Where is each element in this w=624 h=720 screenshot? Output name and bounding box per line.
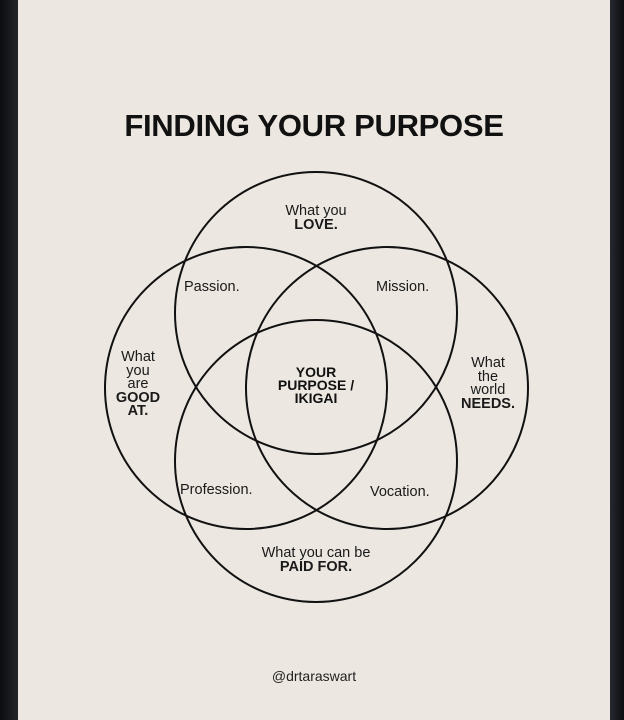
right-edge (610, 0, 624, 720)
left-edge (0, 0, 18, 720)
poster: FINDING YOUR PURPOSE What you LOVE. What… (18, 0, 610, 720)
circle-good-at (104, 246, 388, 530)
circle-love (174, 171, 458, 455)
label-paid-for: What you can be PAID FOR. (226, 545, 406, 575)
label-good-line2: you (126, 362, 150, 379)
center-line1: YOUR (295, 364, 337, 380)
label-paid-line1: What you can be (261, 545, 371, 561)
label-good-line4: GOOD (115, 389, 161, 406)
center-line2: PURPOSE / (277, 377, 355, 393)
overlap-vocation: Vocation. (370, 484, 430, 500)
author-credit: @drtaraswart (271, 668, 357, 684)
label-good-line5: AT. (127, 403, 149, 419)
poster-title: FINDING YOUR PURPOSE (124, 108, 504, 143)
venn-diagram (104, 171, 529, 603)
label-love: What you LOVE. (256, 203, 376, 233)
label-world-line2: the (477, 368, 499, 385)
label-good-at: What you are GOOD AT. (102, 349, 174, 419)
label-good-line3: are (127, 376, 149, 392)
label-world-line3: world (470, 382, 506, 398)
label-world-line1: What (471, 355, 505, 371)
label-love-line1: What you (285, 203, 347, 219)
label-world-needs: What the world NEEDS. (448, 355, 528, 412)
label-good-line1: What (121, 349, 155, 365)
label-love-line2: LOVE. (294, 217, 338, 233)
overlap-passion: Passion. (184, 279, 240, 295)
label-world-line4: NEEDS. (461, 395, 515, 412)
circle-world-needs (245, 246, 529, 530)
center-label: YOUR PURPOSE / IKIGAI (256, 364, 376, 406)
overlap-mission: Mission. (376, 279, 430, 295)
center-line3: IKIGAI (294, 390, 338, 406)
overlap-profession: Profession. (180, 482, 253, 498)
circle-paid-for (174, 319, 458, 603)
label-paid-line2: PAID FOR. (279, 559, 353, 575)
